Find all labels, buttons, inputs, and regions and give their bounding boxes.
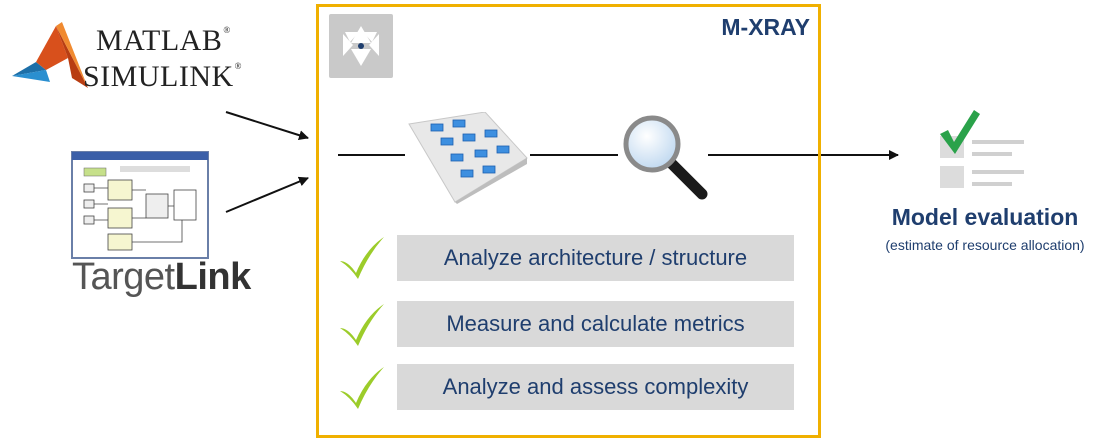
arrow-targetlink-to-mxray — [225, 176, 309, 213]
evaluation-title: Model evaluation — [891, 204, 1079, 230]
matlab-logo-icon — [12, 22, 88, 88]
checklist-icon — [940, 110, 1024, 188]
mxray-tool-box — [316, 4, 821, 438]
matlab-label: MATLAB® — [96, 24, 231, 57]
model-grid-icon — [408, 112, 528, 204]
arrow-matlab-to-mxray — [225, 111, 309, 141]
targetlink-screenshot-icon — [71, 151, 209, 259]
checkmark-icon — [340, 367, 384, 409]
magnifier-icon — [623, 115, 708, 200]
simulink-label: SIMULINK® — [83, 60, 243, 93]
checkmark-icon — [340, 304, 384, 346]
checkmark-icon — [340, 237, 384, 279]
targetlink-label: TargetLink — [72, 256, 251, 298]
evaluation-subtitle: (estimate of resource allocation) — [885, 237, 1085, 253]
step-assess-complexity: Analyze and assess complexity — [397, 364, 794, 410]
mxray-title: M-XRAY — [721, 14, 810, 40]
step-analyze-architecture: Analyze architecture / structure — [397, 235, 794, 281]
step-measure-metrics: Measure and calculate metrics — [397, 301, 794, 347]
mxray-app-icon — [329, 14, 393, 78]
